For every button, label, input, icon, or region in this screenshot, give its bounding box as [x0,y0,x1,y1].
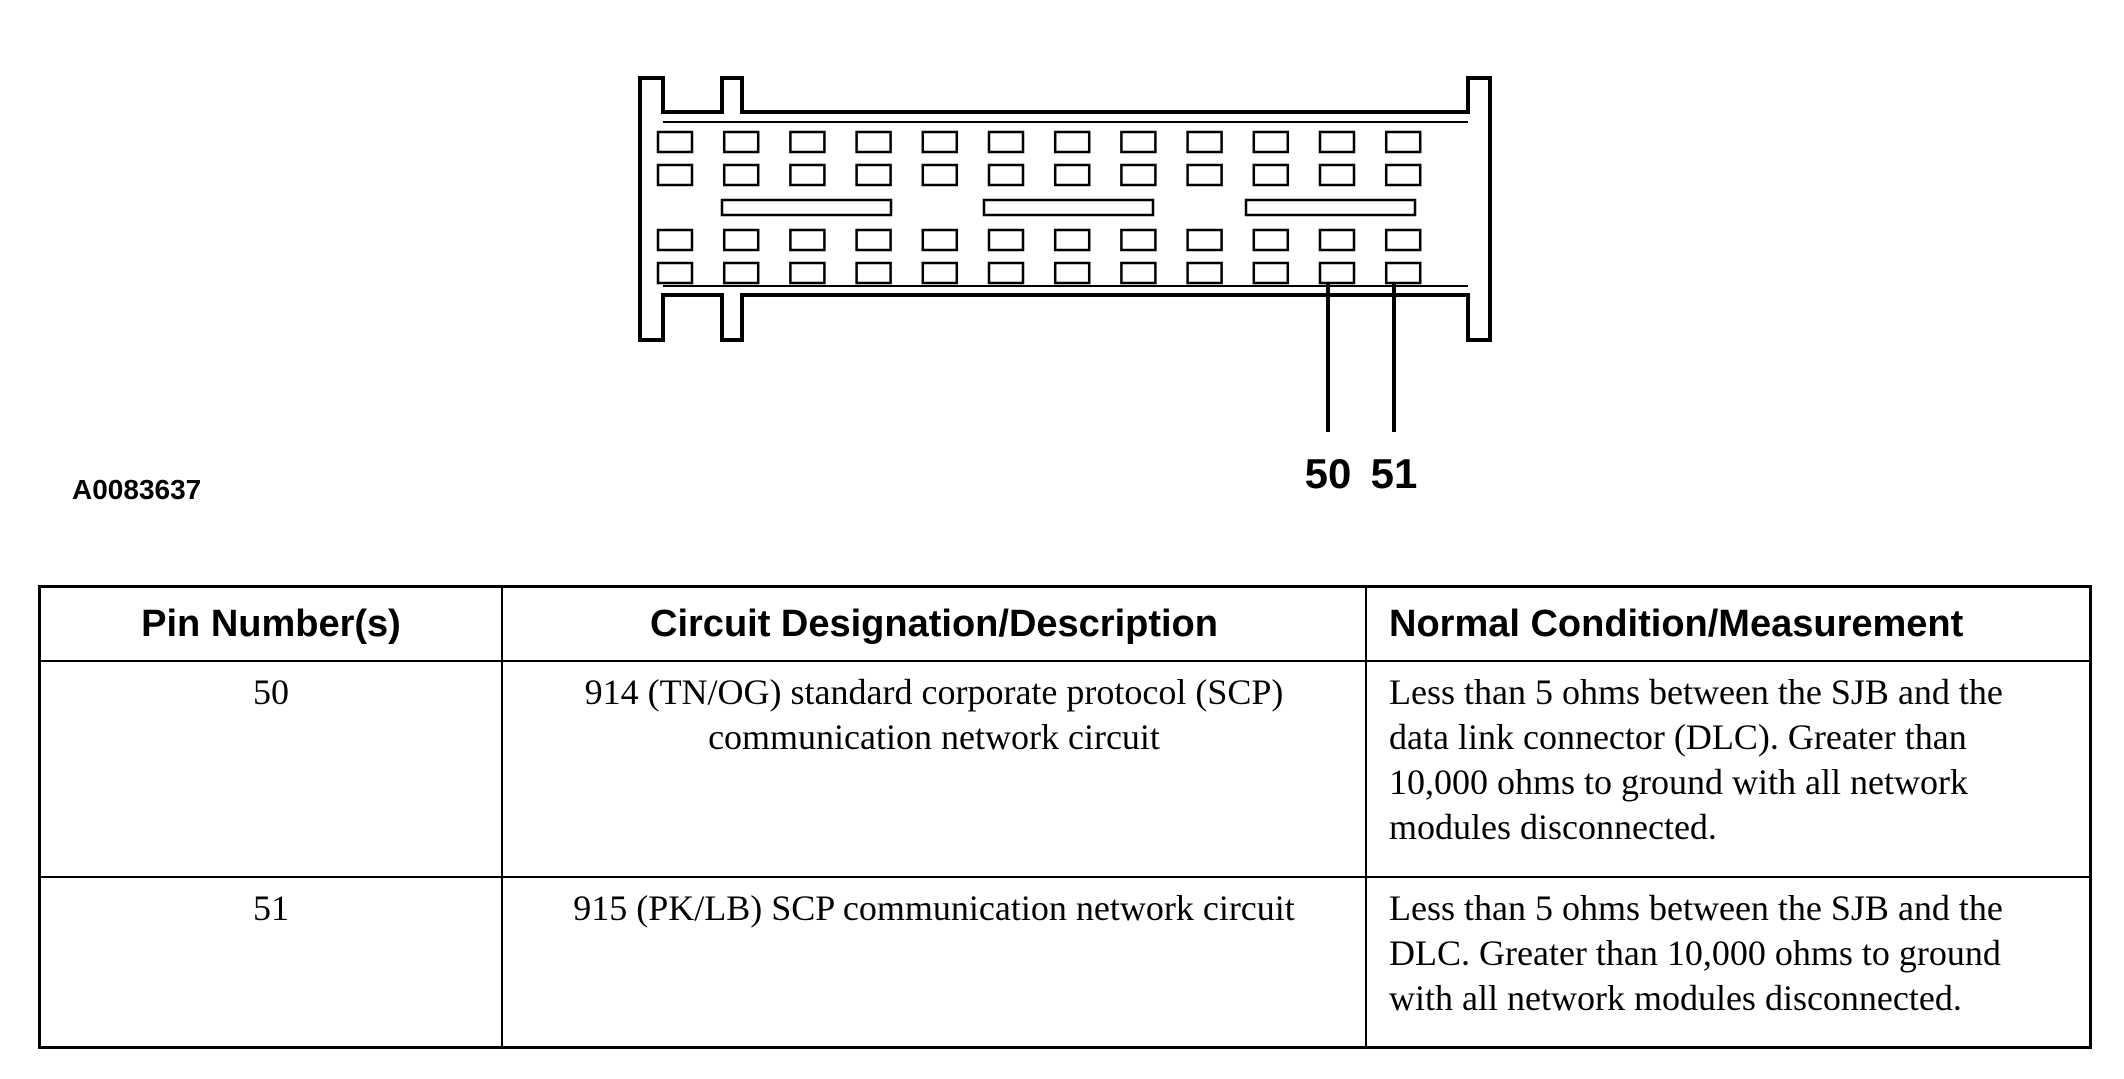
pin-cavity [1053,261,1091,285]
pin-cavity [921,228,959,252]
pin-cavity [1318,163,1356,187]
pin-cavity [789,163,826,187]
pin-cavity [656,163,694,187]
pin-cavity [1384,261,1422,285]
pin-cavity [722,163,760,187]
pin-cavity [1384,163,1422,187]
polarizing-keys [720,198,1417,217]
cell-pin: 50 [38,660,503,878]
table-row: 50 914 (TN/OG) standard corporate protoc… [38,660,2092,878]
pin-cavity [1186,261,1223,285]
pin-cavity [1318,228,1356,252]
header-normal-condition: Normal Condition/Measurement [1365,585,2092,662]
pin-cavity [1252,261,1290,285]
pin-cavity [1120,130,1157,154]
pin-cavity [656,228,694,252]
pin-cavity [1186,163,1223,187]
pin-cavity [1120,261,1157,285]
cell-pin: 51 [38,876,503,1049]
pin-cavity [1053,228,1091,252]
pin-cavity [1053,130,1091,154]
pin-cavity [1120,163,1157,187]
table-header-row: Pin Number(s) Circuit Designation/Descri… [38,585,2092,662]
pin-cavity [1053,163,1091,187]
pin-51-label: 51 [1371,450,1418,497]
pin-50-label: 50 [1305,450,1352,497]
cell-circuit: 914 (TN/OG) standard corporate protocol … [501,660,1367,878]
cell-circuit: 915 (PK/LB) SCP communication network ci… [501,876,1367,1049]
pin-cavity [921,261,959,285]
pin-cavity [1186,130,1223,154]
connector-diagram: 50 51 A0083637 [72,76,1492,505]
pin-cavity [987,261,1025,285]
pin-cavity [722,130,760,154]
pin-cavity [1384,228,1422,252]
pin-cavity [789,130,826,154]
header-pin-number: Pin Number(s) [38,585,503,662]
pin-cavity [1186,228,1223,252]
pin-cavity [789,228,826,252]
pin-cavity [656,130,694,154]
pin-cavity [722,261,760,285]
pin-cavity [855,130,892,154]
pin-cavity [789,261,826,285]
pin-cavities [656,130,1422,285]
pin-table: Pin Number(s) Circuit Designation/Descri… [38,585,2092,1049]
header-circuit: Circuit Designation/Description [501,585,1367,662]
polarizing-key [720,198,893,217]
pin-cavity [1384,130,1422,154]
pin-cavity [987,228,1025,252]
table-row: 51 915 (PK/LB) SCP communication network… [38,876,2092,1049]
pin-cavity [855,261,892,285]
pin-cavity [921,163,959,187]
polarizing-key [982,198,1155,217]
pin-cavity [722,228,760,252]
pin-cavity [1120,228,1157,252]
pin-cavity [921,130,959,154]
pin-cavity [1252,163,1290,187]
pin-cavity [855,163,892,187]
cell-normal: Less than 5 ohms between the SJB and the… [1365,876,2092,1049]
pin-cavity [1318,130,1356,154]
pin-cavity [855,228,892,252]
polarizing-key [1244,198,1417,217]
cell-normal: Less than 5 ohms between the SJB and the… [1365,660,2092,878]
figure-id: A0083637 [72,474,201,505]
pin-cavity [1318,261,1356,285]
pin-cavity [1252,130,1290,154]
pin-cavity [656,261,694,285]
pin-cavity [987,163,1025,187]
pin-cavity [1252,228,1290,252]
pin-cavity [987,130,1025,154]
